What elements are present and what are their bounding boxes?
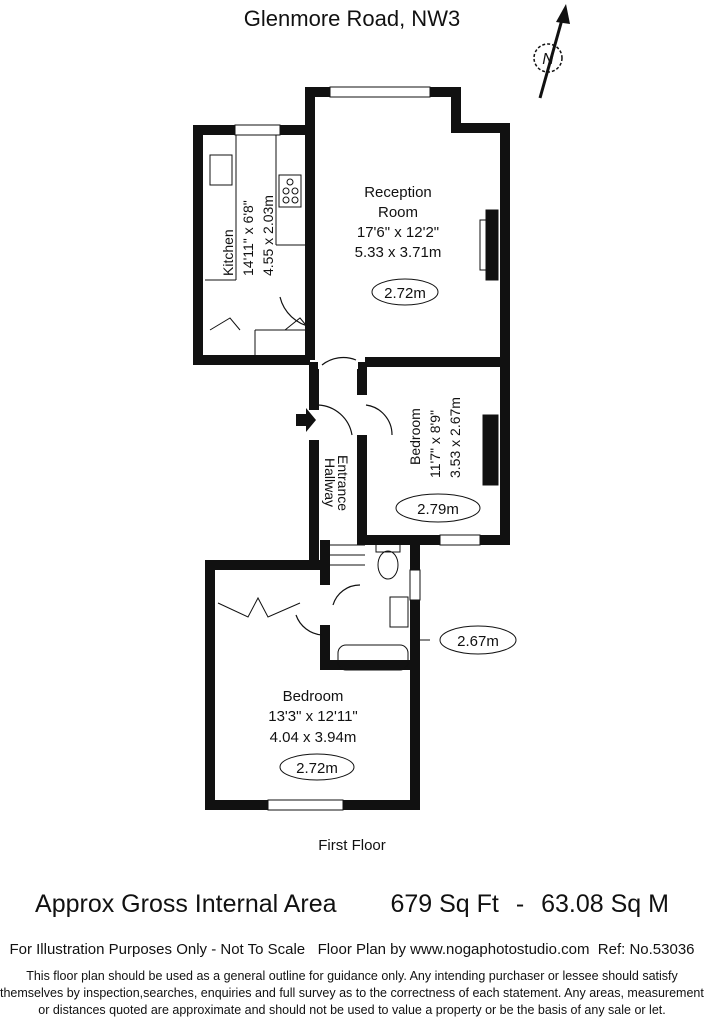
area-label: Approx Gross Internal Area xyxy=(35,890,337,918)
fixtures xyxy=(205,135,499,671)
door-swings xyxy=(279,296,393,636)
disclaimer-1: This floor plan should be used as a gene… xyxy=(26,969,678,983)
kitchen-metric: 4.55 x 2.03m xyxy=(260,195,276,276)
bedroom2-imperial: 13'3" x 12'11" xyxy=(268,708,358,725)
bedroom2-ceiling: 2.72m xyxy=(296,760,338,777)
kitchen-imperial: 14'11" x 6'8" xyxy=(240,200,256,276)
sink-icon xyxy=(209,154,233,186)
hob-icon xyxy=(278,174,302,208)
windows xyxy=(234,86,481,811)
reception-name-1: Reception xyxy=(364,184,432,201)
bath-icon xyxy=(337,644,409,671)
bedroom1-imperial: 11'7" x 8'9" xyxy=(427,410,443,478)
toilet-icon xyxy=(377,550,399,580)
area-summary: Approx Gross Internal Area 679 Sq Ft - 6… xyxy=(0,890,704,919)
reception-ceiling: 2.72m xyxy=(384,285,426,302)
page-title: Glenmore Road, NW3 xyxy=(243,6,461,31)
bedroom1-name: Bedroom xyxy=(407,408,423,465)
area-separator: - xyxy=(515,890,525,918)
compass-label: N xyxy=(542,51,554,68)
area-sqft: 679 Sq Ft xyxy=(390,890,499,918)
north-arrow-icon: N xyxy=(533,4,570,99)
bathroom-ceiling: 2.67m xyxy=(457,633,499,650)
disclaimer-2: themselves by inspection,searches, enqui… xyxy=(0,986,704,1000)
bedroom2-metric: 4.04 x 3.94m xyxy=(270,729,357,746)
kitchen-name: Kitchen xyxy=(220,229,236,276)
basin-icon xyxy=(389,596,409,628)
floor-label: First Floor xyxy=(318,837,386,854)
bedroom1-ceiling: 2.79m xyxy=(417,501,459,518)
hallway-name-1: Entrance xyxy=(335,455,351,511)
bedroom1-metric: 3.53 x 2.67m xyxy=(447,397,463,478)
reception-name-2: Room xyxy=(378,204,418,221)
credits-line: For Illustration Purposes Only - Not To … xyxy=(9,941,695,958)
area-sqm: 63.08 Sq M xyxy=(541,890,669,918)
disclaimer-3: or distances quoted are approximate and … xyxy=(38,1003,666,1017)
bedroom2-name: Bedroom xyxy=(283,688,344,705)
ceiling-ovals xyxy=(279,278,517,781)
hallway-name-2: Hallway xyxy=(322,458,338,507)
reception-imperial: 17'6" x 12'2" xyxy=(357,224,439,241)
reception-metric: 5.33 x 3.71m xyxy=(355,244,442,261)
entrance-arrow-icon xyxy=(296,408,316,432)
